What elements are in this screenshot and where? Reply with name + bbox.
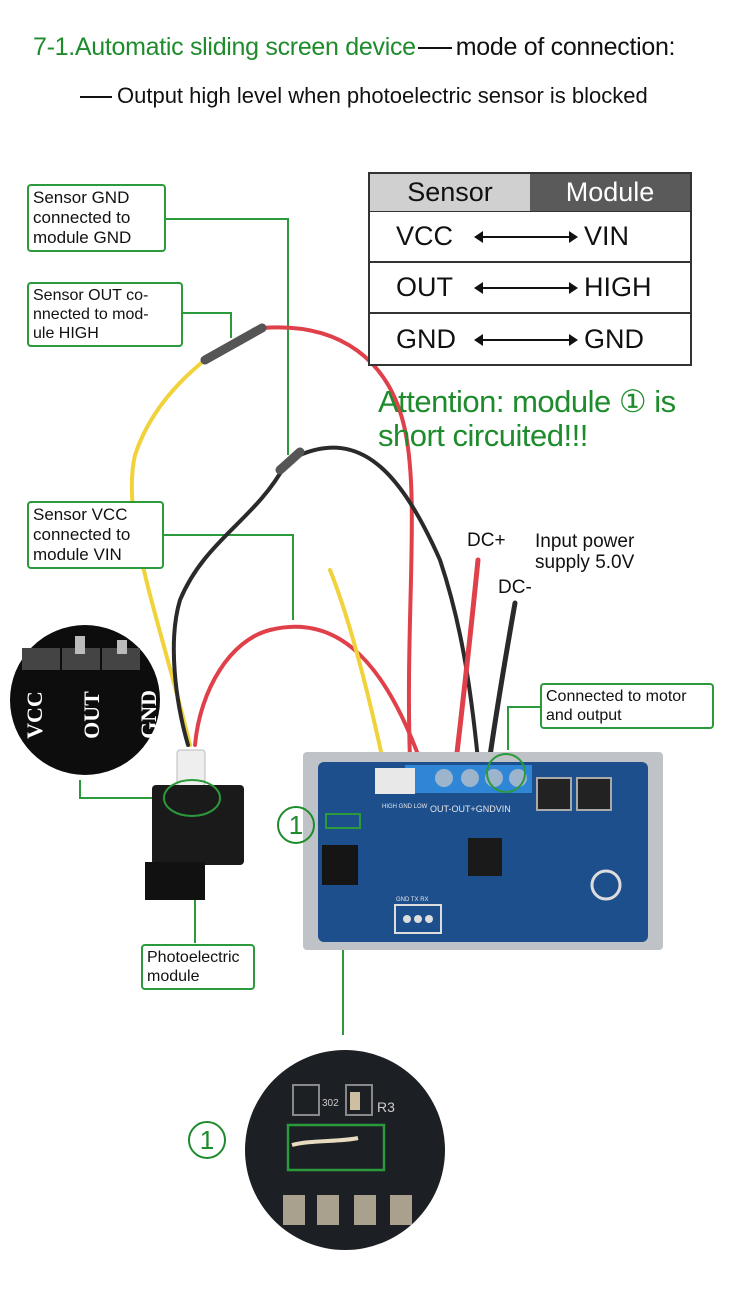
callout-photoelectric-module: Photoelectric module	[141, 944, 255, 990]
sensor-pin-labels: VCC OUT GND	[22, 690, 162, 739]
connection-table: Sensor Module VCC VIN OUT HIGH GND GND	[368, 172, 692, 366]
pin-label-gnd: GND	[136, 690, 161, 739]
wire-dc-plus	[452, 557, 481, 773]
short-marker-board: 1	[277, 803, 315, 844]
leader-gnd	[162, 218, 289, 455]
row-sensor-pin: GND	[396, 324, 456, 354]
dc-plus-label: DC+	[467, 530, 506, 551]
callout-sensor-out: Sensor OUT co- nnected to mod- ule HIGH	[27, 282, 183, 347]
wire-yellow-module	[328, 568, 387, 772]
page-subtitle: Output high level when photoelectric sen…	[80, 83, 648, 109]
table-row: OUT HIGH	[370, 263, 690, 314]
subtitle-text: Output high level when photoelectric sen…	[117, 83, 648, 108]
closeup-part-code: 302	[322, 1098, 339, 1109]
title-main: 7-1.Automatic sliding screen device	[33, 33, 416, 61]
leader-vcc	[160, 534, 294, 620]
leader-pins	[79, 780, 160, 799]
table-row: VCC VIN	[370, 212, 690, 263]
pin-label-out: OUT	[79, 691, 104, 739]
wire-black-main	[298, 445, 480, 762]
wire-red-main	[260, 325, 414, 762]
table-row: GND GND	[370, 314, 690, 365]
input-power-label: Input power supply 5.0V	[535, 531, 635, 573]
row-sensor-pin: OUT	[396, 272, 453, 302]
callout-motor-output: Connected to motor and output	[540, 683, 714, 729]
wire-yellow	[129, 358, 207, 747]
wire-black-sensor	[171, 463, 287, 747]
board-j2-label: HIGH GND LOW	[382, 804, 428, 810]
board-j4-label: GND TX RX	[396, 897, 429, 903]
subtitle-dash	[80, 96, 112, 99]
short-marker-closeup: 1	[188, 1118, 226, 1159]
title-suffix: mode of connection:	[455, 33, 676, 61]
page-title: 7-1.Automatic sliding screen device mode …	[33, 33, 676, 62]
wire-red-sensor	[193, 624, 422, 762]
title-dash	[417, 47, 452, 50]
attention-note: Attention: module ① is short circuited!!…	[378, 384, 676, 453]
row-module-pin: VIN	[584, 221, 630, 251]
row-module-pin: GND	[584, 324, 644, 354]
splice-gnd	[275, 447, 305, 475]
header-module: Module	[530, 174, 690, 211]
pin-label-vcc: VCC	[22, 691, 47, 739]
double-arrow-icon	[474, 230, 578, 243]
splice-out	[200, 323, 267, 365]
short-closeup: 302 R3	[245, 1050, 445, 1250]
board-terminal-label: OUT-OUT+GNDVIN	[430, 804, 511, 814]
callout-sensor-gnd: Sensor GND connected to module GND	[27, 184, 166, 252]
header-sensor: Sensor	[370, 174, 530, 211]
double-arrow-icon	[474, 333, 578, 346]
sensor-pin-closeup	[10, 625, 160, 775]
dc-minus-label: DC-	[498, 577, 532, 598]
wire-dc-minus	[485, 600, 518, 773]
row-sensor-pin: VCC	[396, 221, 454, 251]
callout-sensor-vcc: Sensor VCC connected to module VIN	[27, 501, 164, 569]
row-module-pin: HIGH	[584, 272, 652, 302]
leader-motor	[507, 706, 540, 750]
photoelectric-module	[145, 749, 244, 900]
double-arrow-icon	[474, 281, 578, 294]
leader-out	[178, 312, 232, 338]
closeup-r3-label: R3	[377, 1099, 395, 1115]
table-header: Sensor Module	[370, 174, 690, 212]
controller-board: OUT-OUT+GNDVIN HIGH GND LOW GND TX RX	[303, 752, 663, 950]
